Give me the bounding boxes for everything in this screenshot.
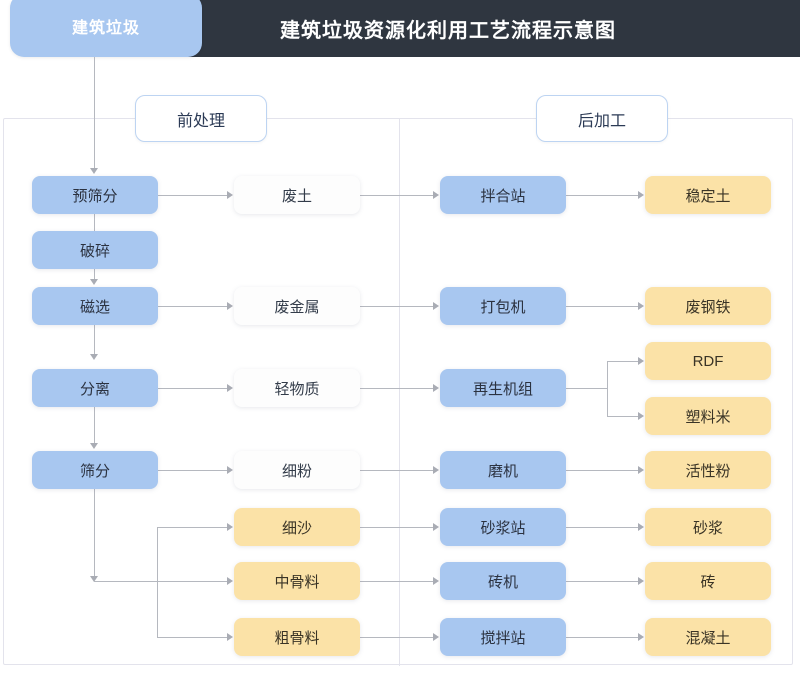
connector-separate-to-screen <box>94 407 95 444</box>
connector-separate-to-lightmatter <box>157 388 228 389</box>
arrow-separate-to-screen <box>90 443 98 449</box>
arrow-midaggregate-to-brickmachine <box>433 577 439 585</box>
node-brick[interactable]: 砖 <box>645 562 771 600</box>
connector-mill-to-activepowder <box>566 470 639 471</box>
connector-baler-to-scrapsteel <box>566 306 639 307</box>
header-bar <box>96 0 800 57</box>
connector-screen-to-aggregate-bus <box>94 489 95 577</box>
node-scrap-steel[interactable]: 废钢铁 <box>645 287 771 325</box>
arrow-mixingstation-to-stabilizedsoil <box>638 191 644 199</box>
node-separation[interactable]: 分离 <box>32 369 158 407</box>
arrow-screen-down <box>90 576 98 582</box>
arrow-magnetic-to-separate <box>90 354 98 360</box>
connector-prescreen-to-crush <box>94 214 95 235</box>
connector-wastesoil-to-mixingstation <box>360 195 434 196</box>
node-concrete[interactable]: 混凝土 <box>645 618 771 656</box>
arrow-finepowder-to-mill <box>433 466 439 474</box>
node-rdf[interactable]: RDF <box>645 342 771 380</box>
connector-recycleunit-stem <box>566 388 608 389</box>
connector-bus-to-finesand <box>157 527 228 528</box>
arrow-bus-to-midaggregate <box>227 577 233 585</box>
connector-midaggregate-to-brickmachine <box>360 581 434 582</box>
arrow-finesand-to-mortarstation <box>433 523 439 531</box>
connector-finesand-to-mortarstation <box>360 527 434 528</box>
node-waste-soil[interactable]: 废土 <box>234 176 360 214</box>
arrow-screen-to-finepowder <box>227 466 233 474</box>
node-crush[interactable]: 破碎 <box>32 231 158 269</box>
arrow-prescreen-to-wastesoil <box>227 191 233 199</box>
arrow-mortarstation-to-mortar <box>638 523 644 531</box>
connector-mixingstation-to-stabilizedsoil <box>566 195 639 196</box>
arrow-lightmatter-to-recycleunit <box>433 384 439 392</box>
connector-bus-to-midaggregate <box>94 581 228 582</box>
arrow-wastemetal-to-baler <box>433 302 439 310</box>
arrow-wastesoil-to-mixingstation <box>433 191 439 199</box>
connector-recycleunit-to-plasticpellet <box>607 416 639 417</box>
node-brick-machine[interactable]: 砖机 <box>440 562 566 600</box>
connector-screen-to-finepowder <box>157 470 228 471</box>
node-waste-metal[interactable]: 废金属 <box>234 287 360 325</box>
connector-source-to-prescreen <box>94 57 95 169</box>
stage-label-post: 后加工 <box>536 95 668 142</box>
node-coarse-aggregate[interactable]: 粗骨料 <box>234 618 360 656</box>
node-mixing-station[interactable]: 拌合站 <box>440 176 566 214</box>
connector-recycleunit-riser <box>607 361 608 416</box>
diagram-frame <box>3 118 793 665</box>
node-light-matter[interactable]: 轻物质 <box>234 369 360 407</box>
arrow-recycleunit-to-rdf <box>638 357 644 365</box>
arrow-coarseaggregate-to-batchingplant <box>433 633 439 641</box>
node-prescreen[interactable]: 预筛分 <box>32 176 158 214</box>
node-active-powder[interactable]: 活性粉 <box>645 451 771 489</box>
arrow-bus-to-coarseaggregate <box>227 633 233 641</box>
arrow-recycleunit-to-plasticpellet <box>638 412 644 420</box>
connector-mortarstation-to-mortar <box>566 527 639 528</box>
connector-prescreen-to-wastesoil <box>157 195 228 196</box>
arrow-baler-to-scrapsteel <box>638 302 644 310</box>
node-mortar-station[interactable]: 砂浆站 <box>440 508 566 546</box>
connector-brickmachine-to-brick <box>566 581 639 582</box>
arrow-source-to-prescreen <box>90 168 98 174</box>
arrow-separate-to-lightmatter <box>227 384 233 392</box>
page-title: 建筑垃圾资源化利用工艺流程示意图 <box>280 20 616 42</box>
arrow-bus-to-finesand <box>227 523 233 531</box>
node-fine-sand[interactable]: 细沙 <box>234 508 360 546</box>
node-medium-aggregate[interactable]: 中骨料 <box>234 562 360 600</box>
node-magnetic-separation[interactable]: 磁选 <box>32 287 158 325</box>
section-divider <box>399 118 400 666</box>
node-screening[interactable]: 筛分 <box>32 451 158 489</box>
connector-bus-to-coarseaggregate <box>157 637 228 638</box>
connector-finepowder-to-mill <box>360 470 434 471</box>
connector-crush-to-magnetic <box>94 269 95 280</box>
arrow-magnetic-to-wastemetal <box>227 302 233 310</box>
connector-aggregate-riser <box>157 527 158 637</box>
node-baler[interactable]: 打包机 <box>440 287 566 325</box>
source-tab: 建筑垃圾 <box>10 0 202 57</box>
node-fine-powder[interactable]: 细粉 <box>234 451 360 489</box>
connector-batchingplant-to-concrete <box>566 637 639 638</box>
node-recycling-unit[interactable]: 再生机组 <box>440 369 566 407</box>
connector-coarseaggregate-to-batchingplant <box>360 637 434 638</box>
node-mill[interactable]: 磨机 <box>440 451 566 489</box>
node-mortar[interactable]: 砂浆 <box>645 508 771 546</box>
arrow-mill-to-activepowder <box>638 466 644 474</box>
connector-recycleunit-to-rdf <box>607 361 639 362</box>
connector-magnetic-to-separate <box>94 325 95 355</box>
connector-lightmatter-to-recycleunit <box>360 388 434 389</box>
node-plastic-pellet[interactable]: 塑料米 <box>645 397 771 435</box>
stage-label-pre: 前处理 <box>135 95 267 142</box>
connector-wastemetal-to-baler <box>360 306 434 307</box>
node-stabilized-soil[interactable]: 稳定土 <box>645 176 771 214</box>
arrow-crush-to-magnetic <box>90 279 98 285</box>
arrow-brickmachine-to-brick <box>638 577 644 585</box>
connector-magnetic-to-wastemetal <box>157 306 228 307</box>
arrow-batchingplant-to-concrete <box>638 633 644 641</box>
node-batching-plant[interactable]: 搅拌站 <box>440 618 566 656</box>
